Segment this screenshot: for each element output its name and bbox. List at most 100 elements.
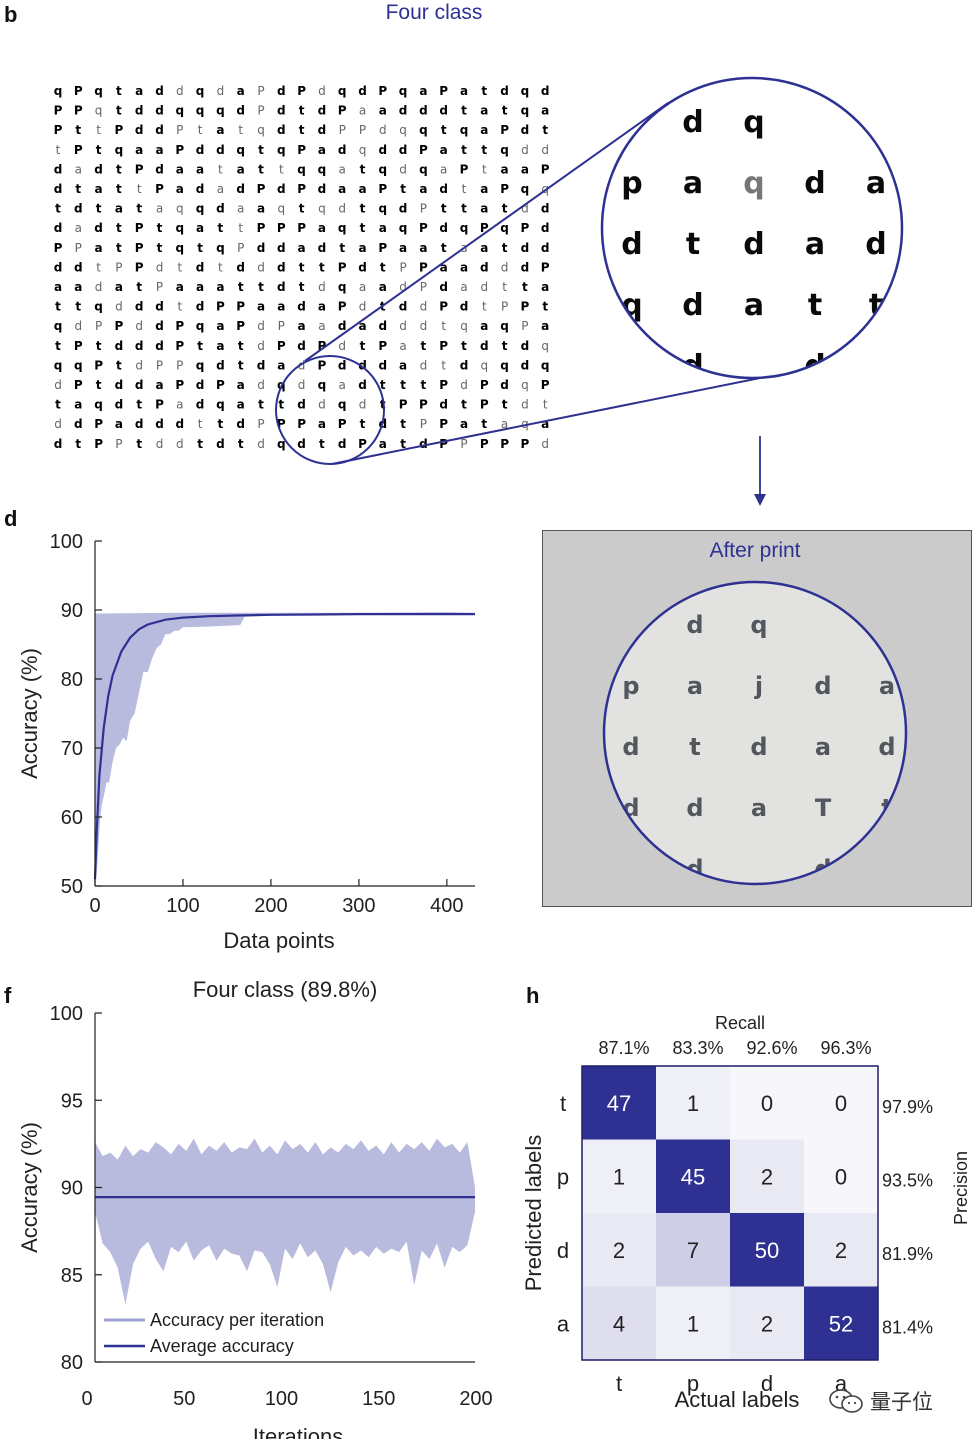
grid-character: P <box>419 398 428 412</box>
y-tick-label: 85 <box>61 1265 83 1287</box>
grid-character: d <box>257 319 265 333</box>
grid-character: a <box>176 398 183 412</box>
zoom-character: d <box>682 288 703 323</box>
matrix-cell <box>582 1213 656 1287</box>
grid-character: d <box>541 221 550 235</box>
grid-character: P <box>135 260 144 274</box>
grid-character: P <box>439 417 448 431</box>
y-tick-label: 80 <box>61 1352 83 1374</box>
y-tick-label: 50 <box>61 876 83 898</box>
grid-character: q <box>216 398 225 412</box>
grid-character: d <box>54 162 63 176</box>
grid-character: q <box>500 358 509 372</box>
grid-character: a <box>440 162 447 176</box>
grid-character: d <box>176 417 185 431</box>
grid-character: t <box>238 437 244 451</box>
grid-character: d <box>277 280 286 294</box>
printed-character: d <box>622 733 639 761</box>
grid-character: P <box>420 202 427 216</box>
grid-character: d <box>135 300 144 314</box>
grid-character: P <box>338 300 347 314</box>
grid-character: d <box>297 437 306 451</box>
grid-character: a <box>501 417 508 431</box>
zoom-character: d <box>743 227 764 262</box>
grid-character: a <box>359 104 366 118</box>
matrix-cell <box>656 1213 730 1287</box>
grid-character: t <box>461 143 467 157</box>
grid-character: t <box>136 437 142 451</box>
zoom-character: a <box>683 166 703 201</box>
x-tick-label: 300 <box>342 895 375 917</box>
grid-character: a <box>75 221 82 235</box>
grid-character: P <box>480 398 489 412</box>
grid-character: t <box>502 241 508 255</box>
grid-character: t <box>198 123 203 137</box>
grid-character: a <box>318 143 326 157</box>
grid-character: t <box>96 260 101 274</box>
zoom-character: d <box>865 227 886 262</box>
grid-character: d <box>541 84 550 98</box>
grid-character: q <box>541 182 549 196</box>
printed-character: T <box>815 794 832 822</box>
grid-character: a <box>95 182 103 196</box>
grid-character: P <box>338 260 347 274</box>
matrix-value: 2 <box>835 1238 847 1263</box>
grid-character: d <box>541 143 549 157</box>
grid-character: P <box>54 123 63 137</box>
printed-character: a <box>879 672 895 700</box>
printed-character: a <box>815 733 831 761</box>
grid-character: a <box>379 104 387 118</box>
grid-character: d <box>54 182 63 196</box>
x-tick-label: 100 <box>166 895 199 917</box>
grid-character: t <box>319 437 325 451</box>
grid-character: d <box>115 300 123 314</box>
grid-character: P <box>95 319 102 333</box>
grid-character: d <box>216 437 225 451</box>
grid-character: q <box>94 398 103 412</box>
grid-character: q <box>521 104 530 118</box>
grid-character: a <box>399 358 407 372</box>
precision-value: 81.4% <box>882 1317 933 1337</box>
mean-accuracy-line <box>93 613 475 880</box>
grid-character: d <box>521 358 530 372</box>
grid-character: P <box>318 339 327 353</box>
grid-character: d <box>216 143 225 157</box>
grid-character: P <box>237 241 244 255</box>
legend-label: Accuracy per iteration <box>150 1310 324 1330</box>
grid-character: d <box>155 84 164 98</box>
grid-character: t <box>462 182 467 196</box>
grid-character: P <box>155 182 164 196</box>
grid-character: P <box>176 358 183 372</box>
grid-character: d <box>298 358 306 372</box>
grid-character: P <box>541 378 550 392</box>
grid-character: d <box>358 358 367 372</box>
grid-character: a <box>74 398 82 412</box>
grid-character: a <box>379 221 387 235</box>
grid-character: d <box>521 398 529 412</box>
grid-character: q <box>196 84 205 98</box>
grid-character: P <box>257 84 264 98</box>
grid-character: P <box>541 162 550 176</box>
grid-character: q <box>54 319 63 333</box>
grid-character: d <box>338 319 347 333</box>
grid-character: a <box>480 104 488 118</box>
x-axis-label: Data points <box>223 928 334 953</box>
grid-character: t <box>279 162 284 176</box>
grid-character: a <box>480 182 488 196</box>
grid-character: P <box>297 143 306 157</box>
grid-character: t <box>502 339 508 353</box>
grid-character: a <box>115 202 123 216</box>
grid-character: d <box>95 280 103 294</box>
column-label: p <box>687 1371 699 1396</box>
grid-character: P <box>480 378 489 392</box>
grid-character: P <box>277 417 286 431</box>
printed-character: p <box>622 611 639 639</box>
watermark: 量子位 <box>828 1386 933 1416</box>
grid-character: P <box>257 221 266 235</box>
grid-character: P <box>94 437 103 451</box>
y-tick-label: 90 <box>61 1178 83 1200</box>
grid-character: t <box>461 202 467 216</box>
matrix-value: 0 <box>835 1164 847 1189</box>
grid-character: P <box>338 104 347 118</box>
